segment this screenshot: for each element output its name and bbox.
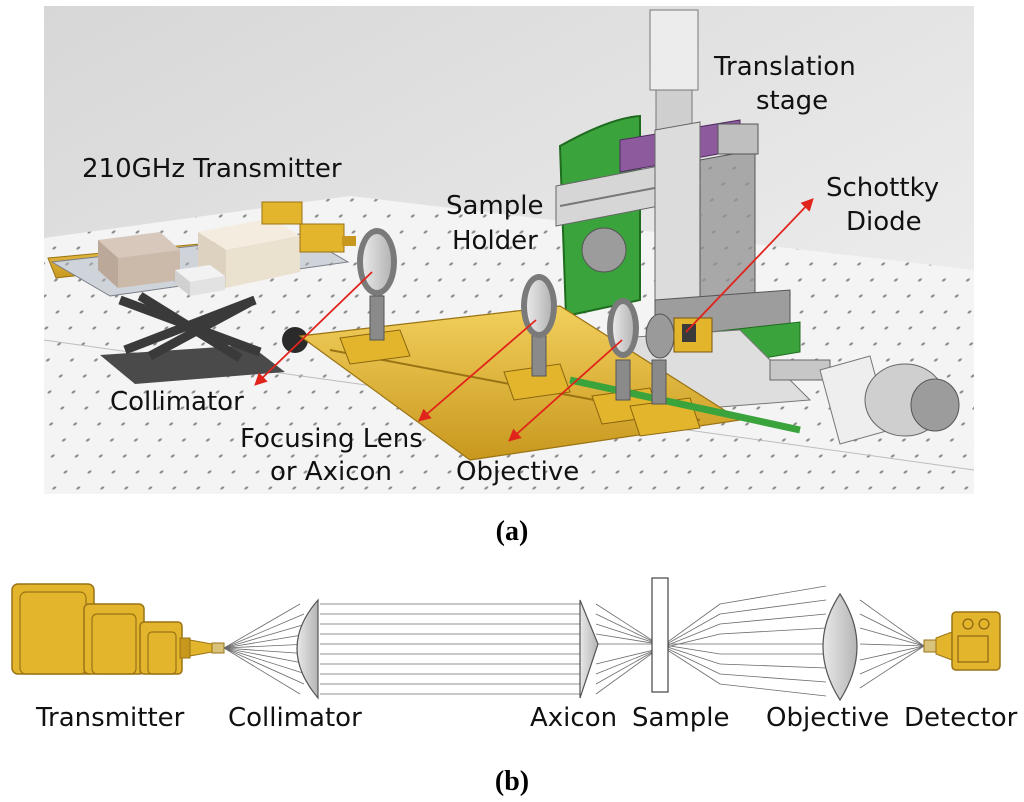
- schottky-diode: [673, 317, 713, 353]
- arrow-objective: [508, 339, 623, 442]
- label-sample: Sample: [446, 191, 544, 221]
- label-transmitter-b: Transmitter: [35, 703, 185, 733]
- panel-b-schematic: Transmitter Collimator Axicon Sample Obj…: [11, 577, 1018, 733]
- green-strip: [569, 376, 801, 434]
- label-objective-a: Objective: [456, 457, 579, 487]
- label-objective-b: Objective: [766, 703, 889, 733]
- label-schottky: Schottky: [826, 173, 939, 203]
- label-holder: Holder: [452, 226, 538, 256]
- rays: [223, 585, 925, 697]
- label-collimator-a: Collimator: [110, 387, 244, 417]
- schematic-detector: [923, 611, 1001, 671]
- label-stage: stage: [756, 86, 828, 116]
- translation-stage: [555, 9, 759, 341]
- label-translation: Translation: [713, 52, 856, 82]
- arrow-focusing-lens: [418, 319, 537, 422]
- label-focusing-lens: Focusing Lens: [240, 424, 423, 454]
- label-diode: Diode: [846, 207, 922, 237]
- arrow-schottky-diode: [685, 198, 814, 333]
- schematic-objective-lens: [822, 592, 858, 702]
- label-sample-b: Sample: [632, 703, 730, 733]
- lens-focusing: [521, 274, 557, 377]
- label-axicon-b: Axicon: [530, 703, 617, 733]
- lab-jack: [100, 292, 308, 384]
- caption-a: (a): [496, 516, 529, 547]
- label-or-axicon: or Axicon: [270, 457, 392, 487]
- caption-b: (b): [495, 766, 529, 797]
- schematic-sample: [651, 577, 669, 693]
- panel-a-scene: 210GHz Transmitter Translation stage Sam…: [43, 6, 975, 494]
- panel-a-arrows: [254, 198, 814, 442]
- schematic-collimator-lens: [296, 598, 319, 700]
- label-detector-b: Detector: [904, 703, 1018, 733]
- schematic-transmitter: [11, 583, 225, 675]
- transmitter-blocks: [98, 201, 356, 296]
- sample-holder-aperture: [581, 227, 627, 273]
- label-collimator-b: Collimator: [228, 703, 362, 733]
- label-210ghz-transmitter: 210GHz Transmitter: [82, 154, 342, 184]
- schematic-axicon: [579, 599, 599, 699]
- lens-collimator: [357, 228, 397, 341]
- arrow-collimator: [254, 271, 373, 386]
